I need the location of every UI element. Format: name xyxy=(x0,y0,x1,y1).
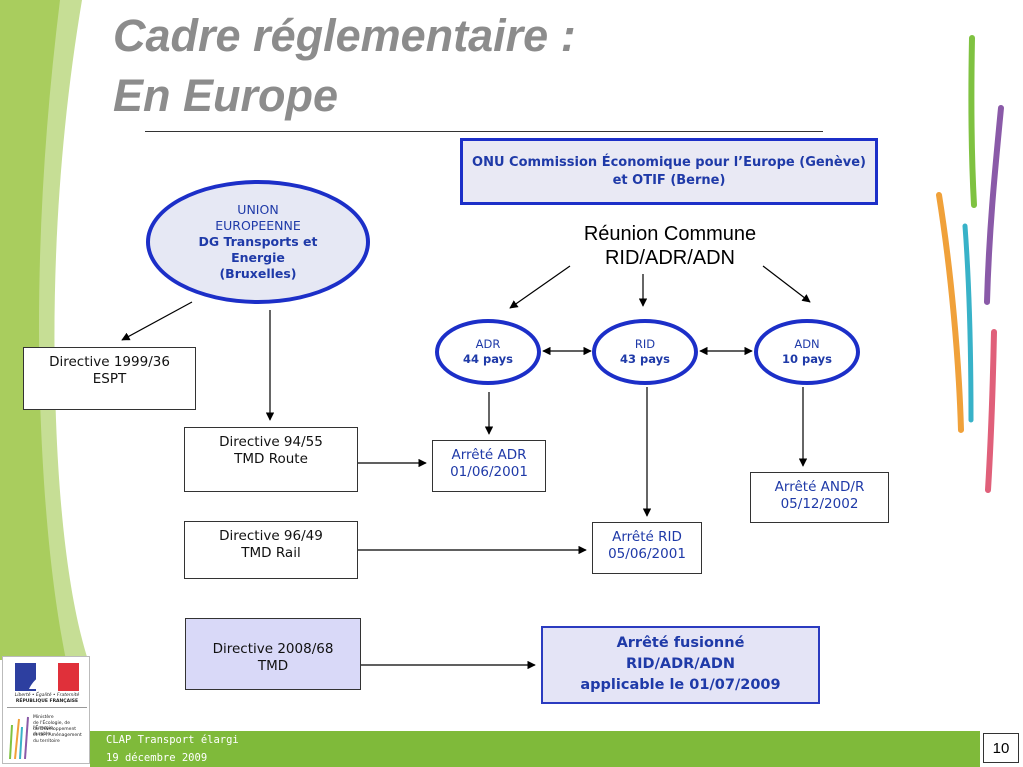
arrow-reunion-to-adn xyxy=(762,265,811,303)
page-number: 10 xyxy=(983,733,1019,763)
rid-name: RID xyxy=(634,337,656,351)
left-decorative-band xyxy=(0,0,88,660)
directive-2008-68-box: Directive 2008/68 TMD xyxy=(185,618,361,690)
footer-line1: CLAP Transport élargi xyxy=(90,731,980,749)
logo-motto: Liberté • Égalité • Fraternité xyxy=(14,693,80,698)
ue-line4: Energie xyxy=(231,250,285,265)
ue-line3: DG Transports et xyxy=(198,234,318,249)
adr-count: 44 pays xyxy=(463,352,513,366)
fusion-line1: Arrêté fusionné xyxy=(616,635,745,651)
adr-ellipse: ADR 44 pays xyxy=(435,319,541,385)
ministry-logo: Liberté • Égalité • Fraternité RÉPUBLIQU… xyxy=(2,656,90,764)
arrete-andr-box: Arrêté AND/R 05/12/2002 xyxy=(750,472,889,523)
ministry-leaf-icon xyxy=(9,716,29,759)
adr-name: ADR xyxy=(475,337,501,351)
dir96-line1: Directive 96/49 xyxy=(219,528,323,544)
arrete-adr-box: Arrêté ADR 01/06/2001 xyxy=(432,440,546,492)
ministry-line3: du Développement durable xyxy=(33,727,77,737)
arr-rid-line2: 05/06/2001 xyxy=(608,546,686,562)
rid-count: 43 pays xyxy=(620,352,670,366)
ministry-line5: du territoire xyxy=(33,739,60,744)
dir1999-line1: Directive 1999/36 xyxy=(49,354,170,370)
arr-rid-line1: Arrêté RID xyxy=(612,529,682,545)
logo-republic: RÉPUBLIQUE FRANÇAISE xyxy=(15,699,79,704)
footer-line2: 19 décembre 2009 xyxy=(90,749,980,767)
ministry-line4: et de l'Aménagement xyxy=(33,733,82,738)
rid-ellipse: RID 43 pays xyxy=(592,319,698,385)
arr-adr-line1: Arrêté ADR xyxy=(451,447,527,463)
dir1999-line2: ESPT xyxy=(92,371,127,387)
directive-1999-36-box: Directive 1999/36 ESPT xyxy=(23,347,196,410)
adn-count: 10 pays xyxy=(782,352,832,366)
dir94-line1: Directive 94/55 xyxy=(219,434,323,450)
directive-94-55-box: Directive 94/55 TMD Route xyxy=(184,427,358,492)
dir2008-line2: TMD xyxy=(257,658,289,674)
dir94-line2: TMD Route xyxy=(234,451,308,467)
page-title-line2: En Europe xyxy=(113,70,339,121)
onu-line2: et OTIF (Berne) xyxy=(612,173,726,188)
ministry-line1: Ministère xyxy=(33,715,54,720)
arrete-fusionne-box: Arrêté fusionné RID/ADR/ADN applicable l… xyxy=(541,626,820,704)
directive-96-49-box: Directive 96/49 TMD Rail xyxy=(184,521,358,579)
fusion-line3: applicable le 01/07/2009 xyxy=(580,677,781,693)
marianne-flag-icon xyxy=(15,663,79,691)
ue-line2: EUROPEENNE xyxy=(215,218,301,233)
ue-line5: (Bruxelles) xyxy=(219,266,297,281)
right-decorative-strokes xyxy=(936,35,1004,493)
reunion-commune-label: Réunion Commune RID/ADR/ADN xyxy=(560,222,780,270)
reunion-line1: Réunion Commune xyxy=(583,223,757,245)
ministry-line2: de l'Écologie, de l'Énergie, xyxy=(33,721,70,731)
adn-ellipse: ADN 10 pays xyxy=(754,319,860,385)
union-europeenne-ellipse: UNION EUROPEENNE DG Transports et Energi… xyxy=(146,180,370,304)
arrow-ue-to-dir1999 xyxy=(121,301,193,341)
ue-line1: UNION xyxy=(237,202,279,217)
onu-commission-box: ONU Commission Économique pour l’Europe … xyxy=(460,138,878,205)
logo-divider xyxy=(7,707,87,708)
onu-line1: ONU Commission Économique pour l’Europe … xyxy=(472,155,866,170)
dir96-line2: TMD Rail xyxy=(241,545,301,561)
arrete-rid-box: Arrêté RID 05/06/2001 xyxy=(592,522,702,574)
fusion-line2: RID/ADR/ADN xyxy=(625,656,735,672)
arr-adn-line1: Arrêté AND/R xyxy=(774,479,865,495)
arrow-reunion-to-adr xyxy=(509,265,571,309)
arr-adn-line2: 05/12/2002 xyxy=(780,496,859,512)
title-underline xyxy=(145,131,823,132)
arr-adr-line2: 01/06/2001 xyxy=(450,464,528,480)
adn-name: ADN xyxy=(794,337,820,351)
reunion-line2: RID/ADR/ADN xyxy=(604,247,735,269)
dir2008-line1: Directive 2008/68 xyxy=(212,641,334,657)
page-title-line1: Cadre réglementaire : xyxy=(113,10,576,61)
